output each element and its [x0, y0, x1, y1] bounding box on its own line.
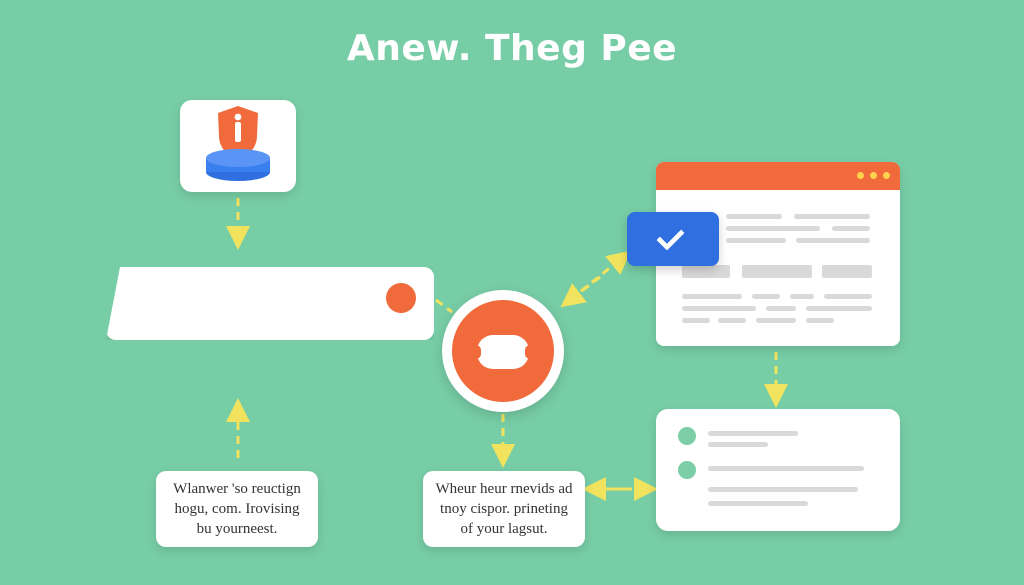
text-line [790, 294, 814, 299]
text-line [708, 466, 864, 471]
text-line [794, 214, 870, 219]
note-line: Wlanwer 'so reuctign [173, 481, 301, 497]
note-card-left: Wlanwer 'so reuctign hogu, com. Irovisin… [156, 471, 318, 547]
window-dot-icon[interactable] [857, 172, 864, 179]
text-line [708, 501, 808, 506]
input-bar[interactable] [106, 267, 434, 340]
text-line [718, 318, 746, 323]
connector-bar-to-hub [435, 298, 453, 314]
text-line [796, 238, 870, 243]
list-bullet-icon [678, 427, 696, 445]
text-line [806, 318, 834, 323]
text-line [756, 318, 796, 323]
text-line [824, 294, 872, 299]
list-card [656, 409, 900, 531]
hub-node[interactable] [442, 290, 564, 412]
diagram-title: Anew. Theg Pee [346, 28, 678, 69]
note-card-middle: Wheur heur rnevids ad tnoy cispor. prine… [423, 471, 585, 547]
record-dot-icon[interactable] [386, 283, 416, 313]
hub-node-icon [452, 300, 554, 402]
window-controls[interactable] [857, 172, 890, 179]
text-line [806, 306, 872, 311]
window-dot-icon[interactable] [870, 172, 877, 179]
confirm-button[interactable] [627, 212, 719, 266]
text-line [726, 226, 820, 231]
text-line [726, 238, 786, 243]
checkmark-icon [656, 222, 685, 251]
text-line [708, 442, 768, 447]
note-line: tnoy cispor. prineting [440, 501, 568, 517]
text-line [708, 431, 798, 436]
arrow-window-to-hub [560, 275, 601, 308]
content-block [822, 265, 872, 278]
content-block [682, 265, 730, 278]
hub-glyph [471, 335, 535, 369]
security-card [180, 100, 296, 192]
text-line [832, 226, 870, 231]
note-line: Wheur heur rnevids ad [435, 481, 573, 497]
info-shield-icon [206, 106, 270, 181]
text-line [682, 318, 710, 323]
text-line [682, 306, 756, 311]
list-bullet-icon [678, 461, 696, 479]
text-line [752, 294, 780, 299]
content-block [742, 265, 812, 278]
text-line [708, 487, 858, 492]
note-line: hogu, com. Irovising [174, 501, 300, 517]
note-line: of your lagsut. [460, 521, 548, 537]
text-line [726, 214, 782, 219]
note-line: bu yourneest. [196, 521, 278, 537]
window-dot-icon[interactable] [883, 172, 890, 179]
text-line [766, 306, 796, 311]
text-line [682, 294, 742, 299]
window-titlebar [656, 162, 900, 190]
